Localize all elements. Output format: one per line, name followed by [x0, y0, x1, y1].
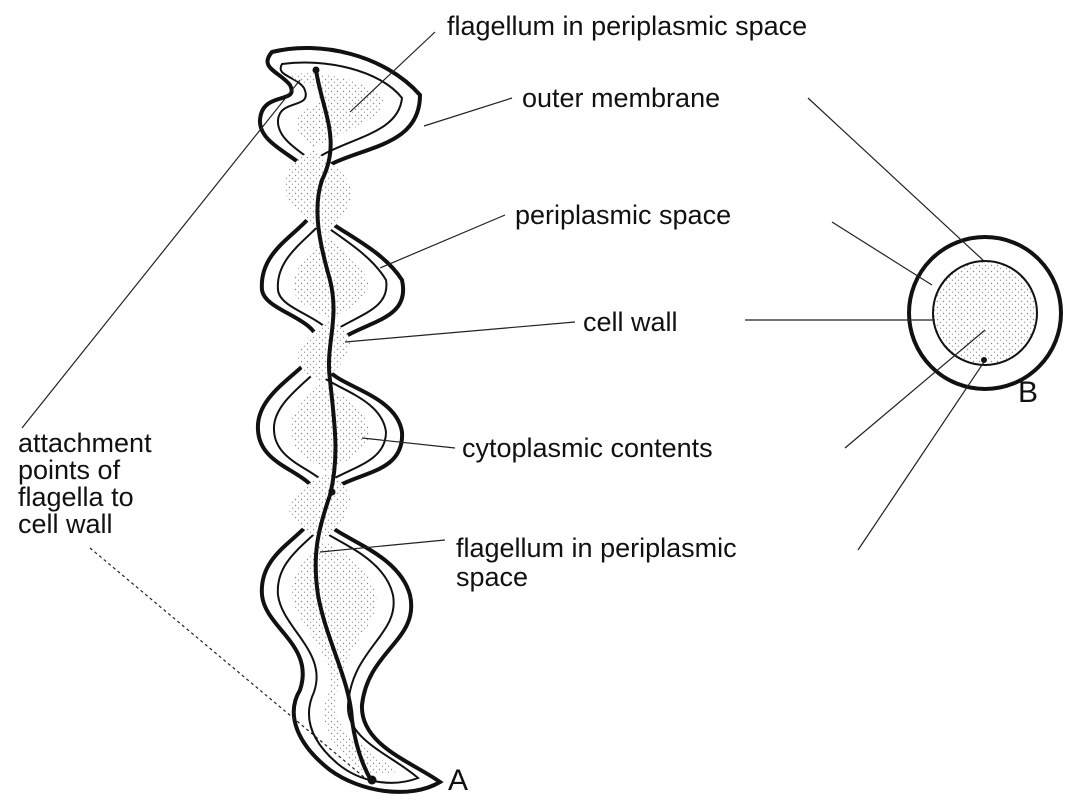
label-flagellum-mid-line1: flagellum in periplasmic — [456, 533, 737, 563]
leader-periplasmic-space-b — [832, 222, 932, 285]
leader-cell-wall — [345, 322, 575, 342]
labels: flagellum in periplasmic space outer mem… — [18, 11, 1038, 797]
label-figure-a: A — [448, 764, 468, 797]
leader-outer-membrane — [424, 98, 512, 126]
leader-outer-membrane-b — [808, 98, 985, 262]
leader-cytoplasmic-b — [845, 330, 985, 448]
cell-b-cross-section — [909, 237, 1061, 389]
attachment-point-top — [313, 67, 320, 74]
label-attachment-line4: cell wall — [18, 509, 113, 539]
label-outer-membrane: outer membrane — [522, 83, 720, 113]
label-periplasmic-space: periplasmic space — [515, 200, 731, 230]
label-cell-wall: cell wall — [583, 307, 678, 337]
leader-attachment-top — [22, 80, 300, 428]
leader-periplasmic-space — [380, 215, 505, 268]
label-attachment-line3: flagella to — [18, 482, 134, 512]
label-flagellum-mid-line2: space — [456, 562, 528, 592]
cell-a — [258, 48, 440, 792]
leader-lines — [22, 32, 985, 778]
label-cytoplasmic-contents: cytoplasmic contents — [462, 433, 713, 463]
label-flagellum-top: flagellum in periplasmic space — [447, 11, 807, 41]
label-attachment-line2: points of — [18, 455, 121, 485]
label-figure-b: B — [1018, 376, 1038, 409]
attachment-point-mid — [329, 489, 336, 496]
leader-flagellum-mid-b — [858, 362, 984, 550]
label-attachment-line1: attachment — [18, 428, 152, 458]
attachment-point-bottom — [368, 776, 377, 785]
cell-wall-b — [933, 261, 1037, 365]
